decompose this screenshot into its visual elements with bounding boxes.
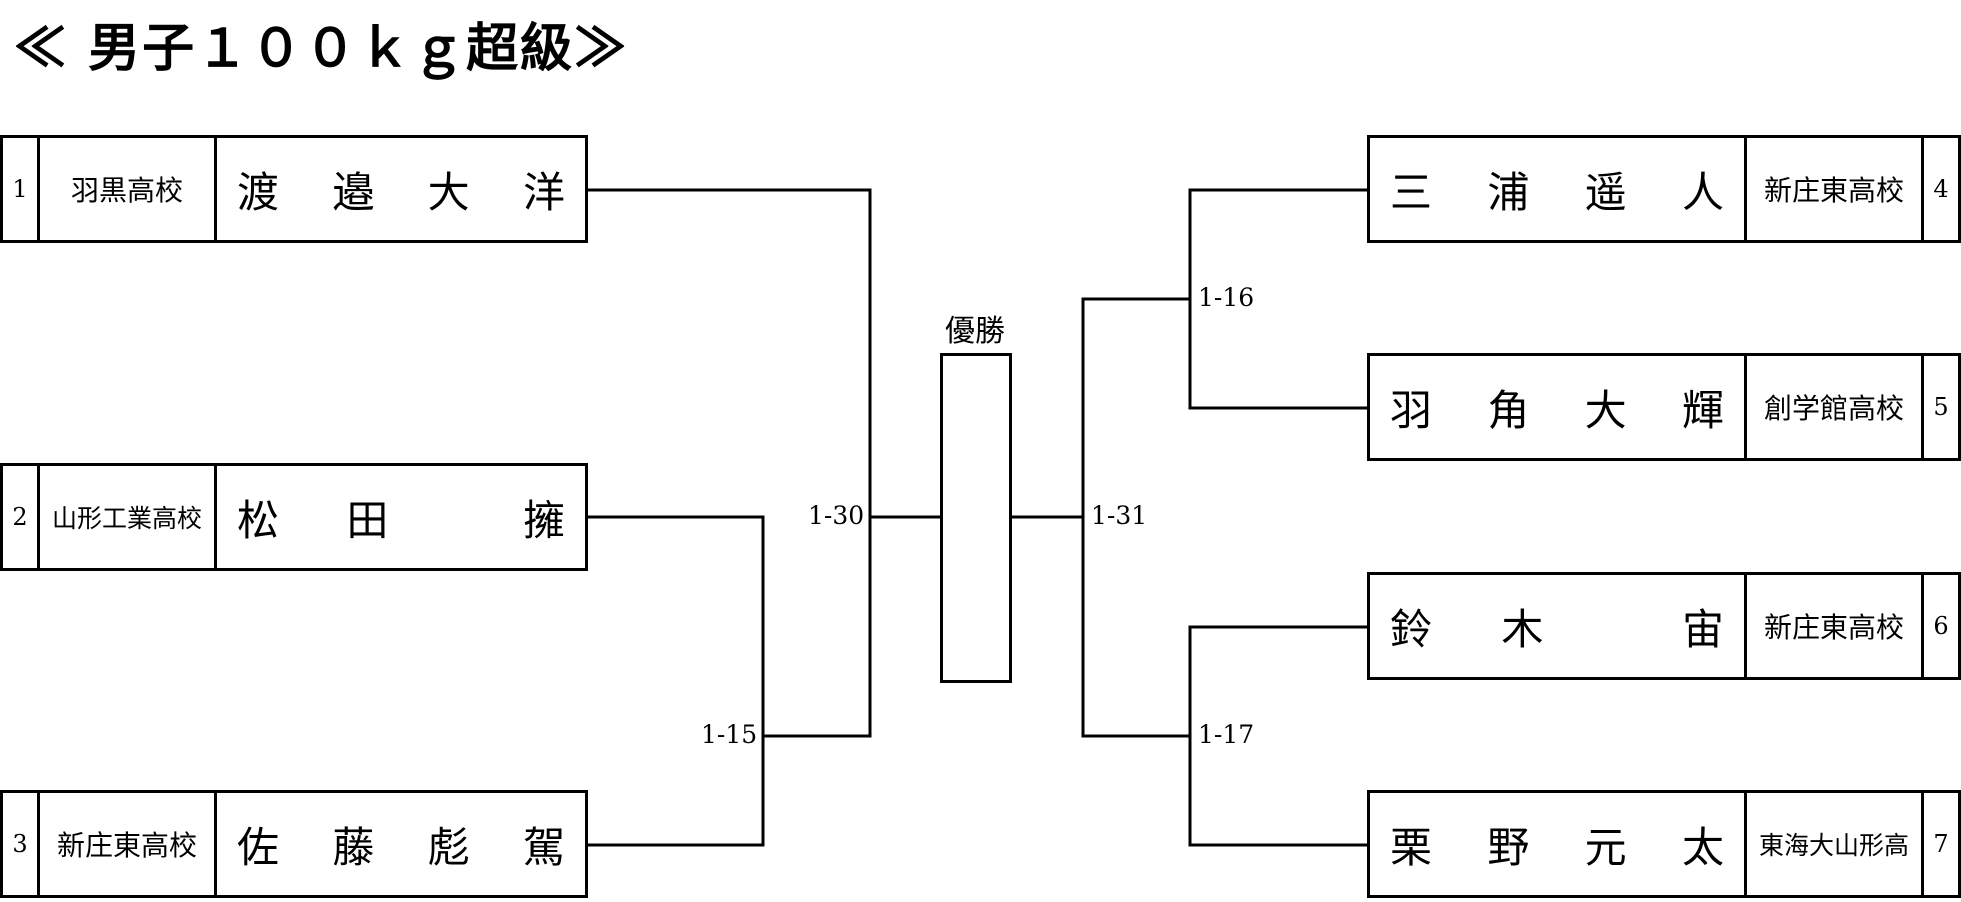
school-name: 新庄東高校 <box>1744 138 1921 240</box>
name-char: 田 <box>346 495 389 545</box>
name-char: 人 <box>1681 167 1724 217</box>
champion-box <box>940 353 1012 683</box>
name-char: 野 <box>1487 822 1530 872</box>
seed-number: 1 <box>3 138 40 240</box>
name-char: 太 <box>1681 822 1724 872</box>
name-char: 木 <box>1501 604 1544 654</box>
entry-3: 3 新庄東高校 佐 藤 彪 駕 <box>0 790 588 898</box>
name-char: 洋 <box>522 167 565 217</box>
name-char: 松 <box>237 495 280 545</box>
school-name: 創学館高校 <box>1744 356 1921 458</box>
entry-2: 2 山形工業高校 松 田 擁 <box>0 463 588 571</box>
match-label-1-30: 1-30 <box>808 501 865 530</box>
school-name: 山形工業高校 <box>40 466 217 568</box>
name-char: 渡 <box>237 167 280 217</box>
seed-number: 2 <box>3 466 40 568</box>
line-entry1 <box>586 188 872 738</box>
name-char: 宙 <box>1681 604 1724 654</box>
name-char: 元 <box>1584 822 1627 872</box>
name-char: 佐 <box>237 822 280 872</box>
school-name: 新庄東高校 <box>40 793 217 895</box>
seed-number: 6 <box>1921 575 1958 677</box>
name-char: 大 <box>427 167 470 217</box>
name-char: 輝 <box>1681 385 1724 435</box>
entry-4: 三 浦 遥 人 新庄東高校 4 <box>1367 135 1961 243</box>
seed-number: 5 <box>1921 356 1958 458</box>
athlete-name: 渡 邉 大 洋 <box>217 138 585 240</box>
name-char: 駕 <box>522 822 565 872</box>
match-label-1-31: 1-31 <box>1091 501 1148 530</box>
match-label-1-15: 1-15 <box>701 720 758 749</box>
match-label-1-16: 1-16 <box>1198 283 1255 312</box>
athlete-name: 松 田 擁 <box>217 466 585 568</box>
page-title: ≪ 男子１００ｋｇ超級≫ <box>14 18 629 79</box>
name-char: 三 <box>1390 167 1433 217</box>
athlete-name: 羽 角 大 輝 <box>1370 356 1744 458</box>
match-label-1-17: 1-17 <box>1198 720 1255 749</box>
school-name: 東海大山形高 <box>1744 793 1921 895</box>
name-char: 邉 <box>332 167 375 217</box>
champion-label: 優勝 <box>945 314 1005 349</box>
name-char: 栗 <box>1390 822 1433 872</box>
athlete-name: 鈴 木 宙 <box>1370 575 1744 677</box>
seed-number: 4 <box>1921 138 1958 240</box>
name-char: 羽 <box>1390 385 1433 435</box>
athlete-name: 佐 藤 彪 駕 <box>217 793 585 895</box>
seed-number: 3 <box>3 793 40 895</box>
name-char: 藤 <box>332 822 375 872</box>
name-char: 大 <box>1584 385 1627 435</box>
name-char: 擁 <box>522 495 565 545</box>
school-name: 羽黒高校 <box>40 138 217 240</box>
line-entry2 <box>586 515 765 847</box>
entry-7: 栗 野 元 太 東海大山形高 7 <box>1367 790 1961 898</box>
name-char: 遥 <box>1584 167 1627 217</box>
athlete-name: 栗 野 元 太 <box>1370 793 1744 895</box>
name-char: 彪 <box>427 822 470 872</box>
name-char: 鈴 <box>1390 604 1433 654</box>
entry-5: 羽 角 大 輝 創学館高校 5 <box>1367 353 1961 461</box>
seed-number: 7 <box>1921 793 1958 895</box>
school-name: 新庄東高校 <box>1744 575 1921 677</box>
name-char: 浦 <box>1487 167 1530 217</box>
athlete-name: 三 浦 遥 人 <box>1370 138 1744 240</box>
entry-1: 1 羽黒高校 渡 邉 大 洋 <box>0 135 588 243</box>
name-char: 角 <box>1487 385 1530 435</box>
entry-6: 鈴 木 宙 新庄東高校 6 <box>1367 572 1961 680</box>
